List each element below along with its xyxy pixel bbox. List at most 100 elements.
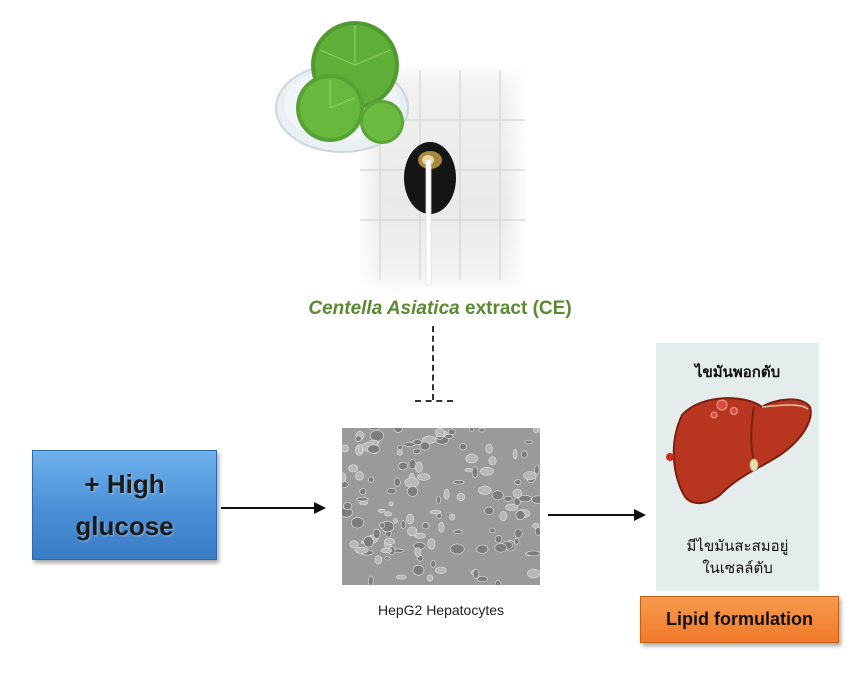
cell-texture [349,540,359,549]
cell-texture [398,461,409,471]
cell-texture [532,523,540,529]
cell-texture [406,526,418,537]
arrow-glucose-to-cells [221,507,317,509]
cell-texture [412,448,421,455]
glucose-line-2: glucose [75,511,174,541]
cell-texture [354,546,369,554]
cell-texture [374,555,383,565]
cell-texture [415,461,423,473]
cell-texture [514,479,522,485]
cell-texture [531,495,540,504]
cell-texture [403,441,416,447]
extract-photo [270,10,525,295]
cell-texture [434,428,446,438]
cell-texture [438,521,445,533]
cell-texture [514,538,520,545]
liver-desc-line-2: ในเซลล์ตับ [702,560,773,577]
cell-texture [503,495,513,502]
cell-texture [342,472,347,483]
cell-texture [388,501,394,507]
cell-texture [494,543,507,553]
cell-texture [379,522,386,529]
extract-dropper-icon [425,159,432,286]
arrow-head-2 [634,509,646,521]
cell-texture [369,428,380,431]
cell-texture [408,459,417,470]
high-glucose-box: + High glucose [32,450,217,560]
cell-texture [533,428,539,434]
cell-texture [488,456,497,466]
cell-texture [406,486,419,497]
cell-texture [464,467,473,473]
cell-texture [430,560,436,568]
cell-texture [472,569,480,579]
cell-texture [427,538,436,550]
cell-texture [384,511,393,517]
cell-texture [395,574,407,580]
cell-texture [453,529,463,535]
extract-suffix: extract (CE) [459,298,572,319]
cell-texture [443,488,450,500]
cell-texture [479,466,494,476]
cell-texture [356,497,369,502]
cell-texture [436,495,441,505]
hepatocyte-cells-image [342,428,540,585]
cell-texture [372,528,381,539]
cell-texture [397,444,403,450]
cell-texture [484,506,494,516]
cell-texture [351,517,364,529]
cell-texture [465,453,478,464]
cell-texture [355,471,364,481]
cell-texture [368,575,374,585]
cell-texture [429,509,442,515]
cell-texture [359,488,367,495]
glucose-line-1: + High [84,469,165,499]
cell-texture [384,556,391,561]
cell-texture [478,428,486,433]
cell-texture [495,579,501,585]
liver-description: มีไขมันสะสมอยู่ ในเซลล์ตับ [656,536,819,580]
cell-texture [396,449,403,456]
liver-icon [666,397,812,504]
cell-texture [449,513,456,521]
cell-texture [421,522,430,530]
cell-texture [363,535,374,548]
cell-texture [435,566,447,574]
extract-name: Centella Asiatica [308,298,460,319]
cell-texture [380,547,393,554]
cell-texture [342,444,349,453]
cell-texture [456,493,466,502]
cell-texture [478,485,492,495]
extract-label: Centella Asiatica extract (CE) [240,298,640,320]
cell-texture [367,444,381,454]
cell-texture [471,466,479,478]
cell-texture [386,487,397,495]
centella-leaf-plate-icon [275,21,525,286]
cell-texture [393,477,401,487]
cell-texture [369,430,384,442]
cell-texture [343,502,353,511]
cell-texture [477,575,488,583]
cell-texture [521,450,528,459]
cell-texture [494,534,503,544]
cell-texture [377,508,386,513]
cells-label: HepG2 Hepatocytes [377,602,505,618]
cell-texture [485,443,493,454]
cell-texture [393,428,403,433]
cell-texture [450,543,465,555]
cell-texture [414,547,422,558]
cell-texture [505,503,518,511]
cell-texture [359,501,368,505]
cell-texture [417,473,431,481]
inhibition-line [432,326,434,400]
cell-texture [355,435,362,442]
cell-texture [368,476,374,483]
cell-texture [514,528,523,539]
cell-texture [469,428,474,432]
cell-texture [515,510,526,520]
cell-texture [348,464,358,473]
arrow-head-1 [314,502,326,514]
cell-texture [459,443,467,451]
cell-texture [512,488,523,498]
cell-texture [447,428,456,436]
